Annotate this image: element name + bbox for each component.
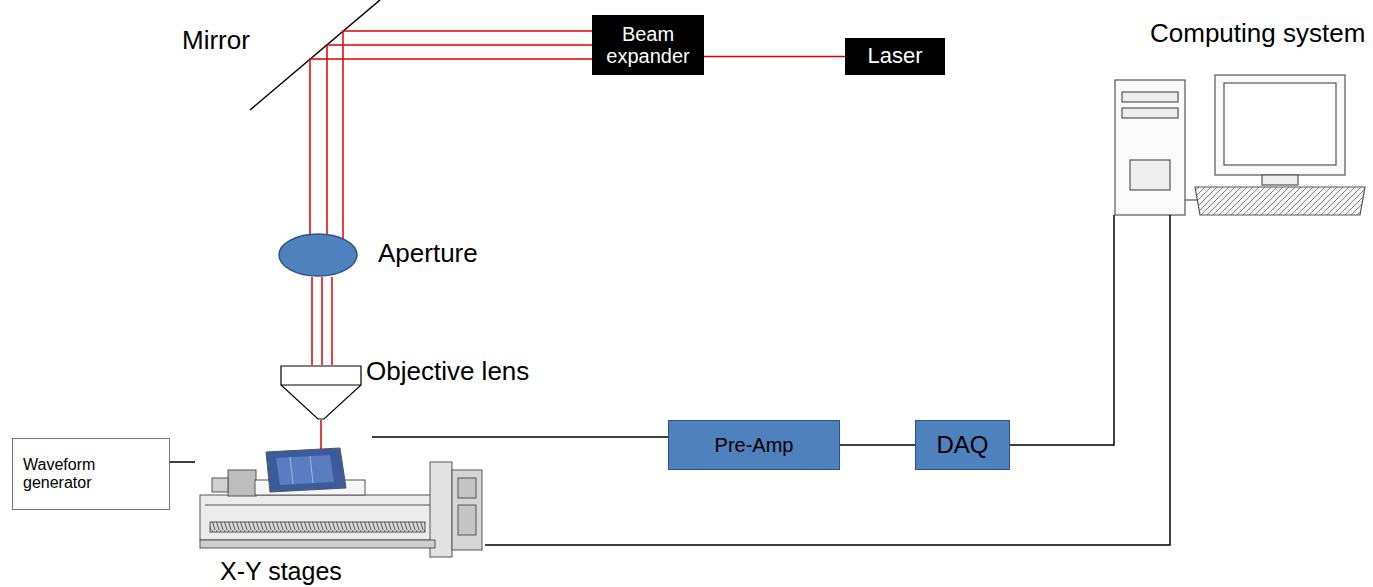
objective-lens-outline [281,366,361,419]
aperture-ellipse [279,234,357,276]
pre-amp-box: Pre-Amp [668,420,840,470]
node-label: Aperture [378,239,478,268]
computing-system: Computing system [1112,75,1367,217]
objective-lens: Objective lens [280,365,362,420]
daq-box: DAQ [915,420,1010,470]
lens-shape [280,365,362,420]
signal-wire [372,436,668,438]
computer-illustration [1115,75,1365,215]
mirror-label: Mirror [182,26,250,55]
node-label: Computing system [1150,19,1365,48]
mirror [250,0,380,110]
lens-edge [281,385,361,386]
node-label: DAQ [936,432,988,458]
signal-wire [1010,215,1114,445]
laser-beam [320,420,322,449]
laser-beam [310,31,592,365]
node-label: Objective lens [366,357,529,386]
xy-stages: X-Y stages [195,437,485,557]
aperture-shape [278,233,358,277]
signal-wire [485,215,1170,545]
laser-beam [321,277,323,365]
node-label: Beam expander [596,23,700,67]
beam-expander-box: Beam expander [592,15,704,75]
laser-beam [704,56,845,58]
waveform-generator-box: Waveform generator [12,438,170,510]
aperture-ellipse: Aperture [278,233,358,277]
node-label: Pre-Amp [715,434,794,456]
laser-box: Laser [845,38,945,75]
xy-stage-illustration [200,448,482,557]
node-label: X-Y stages [220,558,342,586]
laser-beam [327,45,592,234]
signal-wire [170,461,195,463]
node-label: Waveform generator [23,456,135,491]
signal-wire [840,444,915,446]
node-label: Laser [867,44,922,68]
